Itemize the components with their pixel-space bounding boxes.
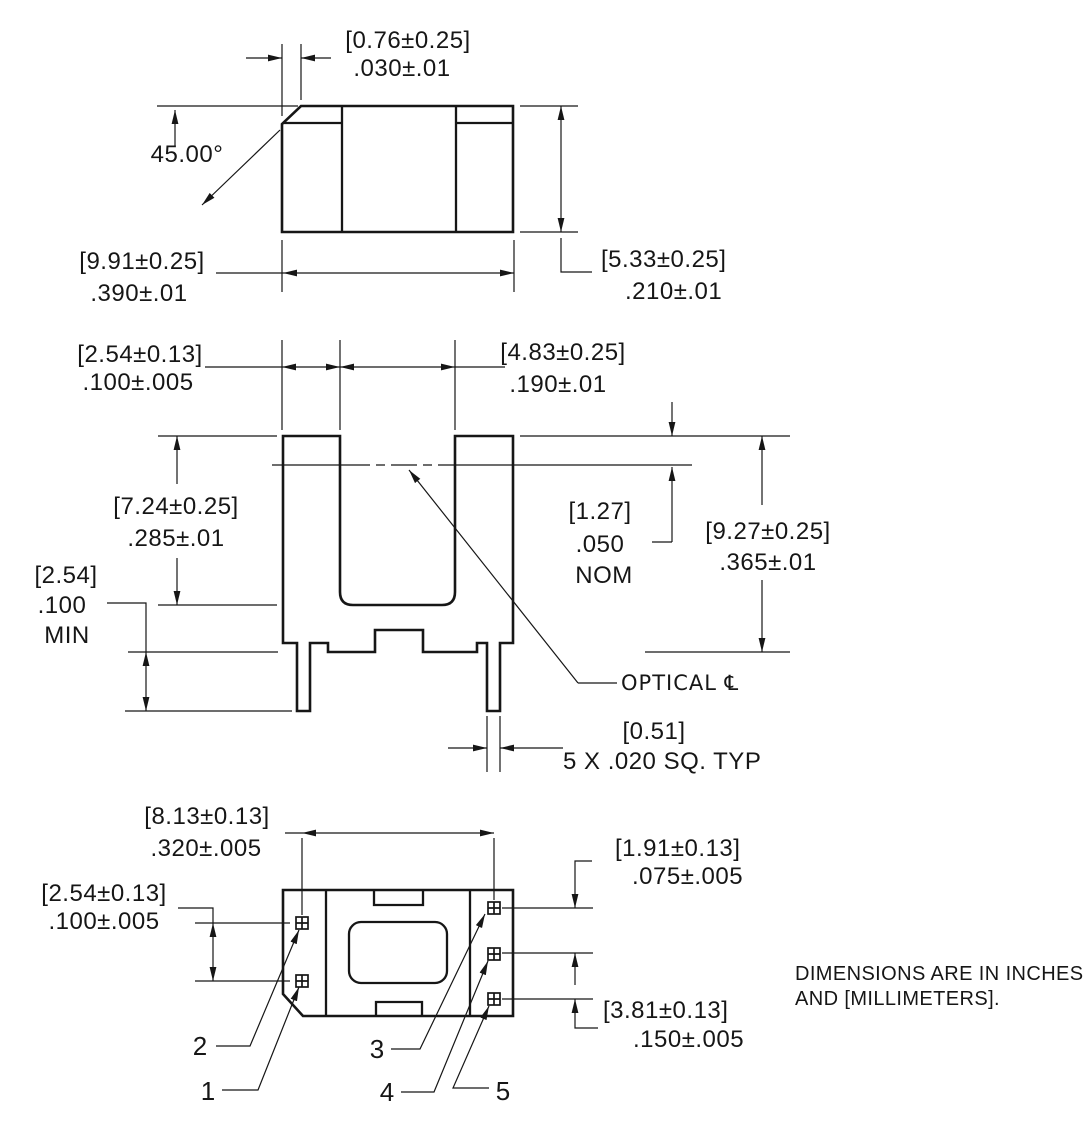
top-view-inner-walls bbox=[283, 107, 512, 231]
leader-pin-5 bbox=[452, 1005, 490, 1089]
leader-pin-1 bbox=[222, 986, 300, 1091]
bottom-view: [8.13±0.13] .320±.005 [2.54±0.13] .100±.… bbox=[41, 803, 744, 1107]
dim-height-in: .210±.01 bbox=[625, 278, 722, 305]
pin-label-4: 4 bbox=[380, 1077, 394, 1107]
bottom-view-inner-walls bbox=[324, 891, 472, 1015]
pin-label-2: 2 bbox=[193, 1031, 207, 1061]
units-note-line2: AND [MILLIMETERS]. bbox=[795, 988, 1000, 1010]
bottom-view-outline bbox=[281, 888, 515, 1018]
dim-slot-depth-mm: [7.24±0.25] bbox=[113, 493, 238, 520]
dim-slot-depth-in: .285±.01 bbox=[127, 525, 224, 552]
dim-optical-depth-in: .050 bbox=[576, 531, 625, 558]
chamfer-ext-lines bbox=[281, 44, 302, 116]
dim-right-span-mm: [3.81±0.13] bbox=[603, 997, 728, 1024]
width-ext-lines bbox=[281, 240, 515, 292]
dim-height-mm: [5.33±0.25] bbox=[601, 246, 726, 273]
pad-span-ext-lines bbox=[301, 838, 495, 915]
lead-length-ext-lines bbox=[125, 651, 292, 712]
dim-lead-size-in: 5 X .020 SQ. TYP bbox=[563, 748, 761, 775]
lead-size-ext-lines bbox=[486, 716, 501, 772]
dim-lead-length-note: MIN bbox=[44, 622, 90, 649]
dim-left-pitch-mm: [2.54±0.13] bbox=[41, 880, 166, 907]
pin-label-5: 5 bbox=[496, 1076, 510, 1106]
dim-lead-length-in: .100 bbox=[38, 592, 87, 619]
bottom-view-aperture bbox=[347, 920, 449, 985]
dim-lead-length-mm: [2.54] bbox=[34, 562, 97, 589]
right-row-ext-lines bbox=[502, 907, 593, 1000]
dim-right-pitch-mm: [1.91±0.13] bbox=[615, 835, 740, 862]
leader-pin-2 bbox=[216, 929, 300, 1047]
bottom-view-notches bbox=[372, 891, 425, 1015]
pad-pin-3 bbox=[487, 901, 501, 915]
front-view-outline bbox=[281, 434, 515, 713]
dim-chamfer-width-mm: [0.76±0.25] bbox=[345, 27, 470, 54]
dim-left-pitch-in: .100±.005 bbox=[48, 908, 159, 935]
dim-lead-size-mm: [0.51] bbox=[622, 718, 685, 745]
dim-optical-depth-mm: [1.27] bbox=[568, 498, 631, 525]
dim-chamfer-angle: 45.00° bbox=[151, 141, 224, 168]
top-view: [0.76±0.25] .030±.01 45.00° [9.91±0.25] … bbox=[79, 27, 726, 307]
dim-front-height-in: .365±.01 bbox=[719, 549, 816, 576]
dim-lead-offset-mm: [2.54±0.13] bbox=[77, 341, 202, 368]
units-note-line1: DIMENSIONS ARE IN INCHES bbox=[795, 963, 1084, 985]
units-note: DIMENSIONS ARE IN INCHES AND [MILLIMETER… bbox=[795, 963, 1084, 1010]
dim-right-span-in: .150±.005 bbox=[633, 1026, 744, 1053]
leader-pin-3 bbox=[391, 913, 486, 1050]
dim-optical-depth-note: NOM bbox=[575, 562, 633, 589]
pin-label-1: 1 bbox=[201, 1076, 215, 1106]
dim-front-height-mm: [9.27±0.25] bbox=[705, 518, 830, 545]
leader-pin-4 bbox=[401, 960, 489, 1093]
height-dim-elbow bbox=[560, 238, 592, 273]
dim-pad-span-in: .320±.005 bbox=[150, 835, 261, 862]
dim-width-in: .390±.01 bbox=[90, 280, 187, 307]
pad-pin-4 bbox=[487, 947, 501, 961]
front-height-ext-lines bbox=[520, 435, 790, 653]
dim-lead-offset-in: .100±.005 bbox=[82, 369, 193, 396]
pin-label-3: 3 bbox=[370, 1034, 384, 1064]
height-ext-lines bbox=[520, 105, 578, 233]
front-top-ext-lines bbox=[281, 340, 456, 430]
slot-depth-ext-lines bbox=[158, 435, 277, 606]
dim-pad-span-mm: [8.13±0.13] bbox=[144, 803, 269, 830]
pad-pin-1 bbox=[295, 974, 309, 988]
pad-pin-2 bbox=[295, 916, 309, 930]
dim-right-pitch-in: .075±.005 bbox=[632, 863, 743, 890]
dim-slot-width-in: .190±.01 bbox=[509, 371, 606, 398]
top-view-outline bbox=[280, 104, 515, 234]
optical-centerline-label: OPTICAL ℄ bbox=[621, 671, 739, 695]
left-pitch-ext-lines bbox=[195, 922, 290, 982]
dim-chamfer-width-in: .030±.01 bbox=[353, 55, 450, 82]
front-view: [2.54±0.13] .100±.005 [4.83±0.25] .190±.… bbox=[34, 339, 830, 775]
pad-pin-5 bbox=[487, 992, 501, 1006]
dim-width-mm: [9.91±0.25] bbox=[79, 248, 204, 275]
dim-slot-width-mm: [4.83±0.25] bbox=[500, 339, 625, 366]
